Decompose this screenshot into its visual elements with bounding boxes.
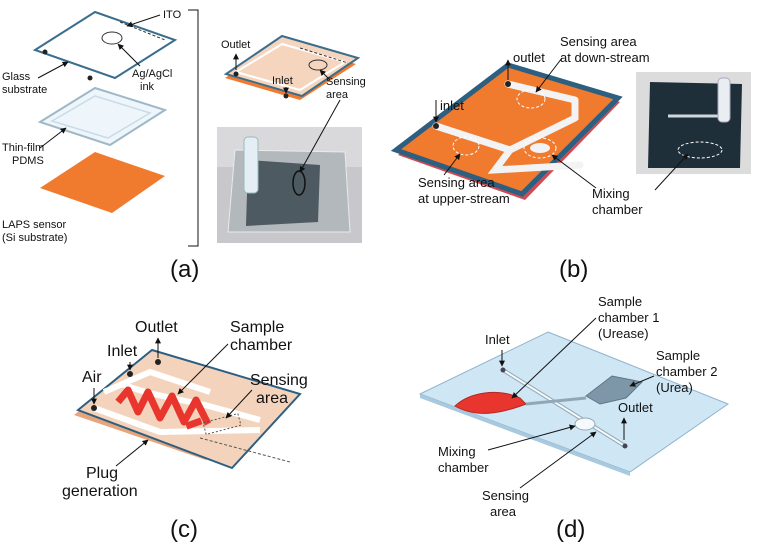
laps-label: LAPS sensor	[2, 219, 67, 231]
assembled-glass	[223, 34, 361, 98]
sample1-label-line3: (Urease)	[598, 326, 649, 341]
laps-sensor-layer	[40, 152, 165, 213]
sensing-label-c: Sensing	[250, 372, 308, 389]
mixing-chamber-d	[574, 417, 596, 431]
sample-chamber-label-c: Sample	[230, 319, 284, 336]
panel-a: ITO Ag/AgCl ink Glass substrate Thin-fil…	[2, 9, 366, 283]
sample2-label-line3: (Urea)	[656, 380, 693, 395]
outlet-label-b: outlet	[513, 50, 545, 65]
glass-label: Glass	[2, 71, 31, 83]
caption-d: (d)	[556, 516, 585, 543]
sensing-down-label-line2: at down-stream	[560, 50, 650, 65]
inlet-label-c: Inlet	[107, 343, 138, 360]
air-label: Air	[82, 369, 102, 386]
sample2-label: Sample	[656, 348, 700, 363]
ag-agcl-label: Ag/AgCl	[132, 68, 172, 80]
caption-c: (c)	[170, 516, 198, 543]
mixing-label-b-line2: chamber	[592, 202, 643, 217]
mixing-label-b: Mixing	[592, 186, 630, 201]
mixing-label-d-line2: chamber	[438, 460, 489, 475]
ag-agcl-label-line2: ink	[140, 81, 155, 93]
inlet-label-a: Inlet	[272, 75, 293, 87]
panel-b: Sensing area at down-stream outlet inlet…	[390, 34, 751, 283]
bracket	[188, 9, 199, 247]
caption-b: (b)	[559, 256, 588, 283]
ag-agcl-mark	[101, 31, 123, 45]
sample-chamber-label-c-line2: chamber	[230, 337, 293, 354]
laps-label-line2: (Si substrate)	[2, 232, 67, 244]
pdms-label: Thin-film	[2, 142, 44, 154]
sample2-label-line2: chamber 2	[656, 364, 717, 379]
pdms-label-line2: PDMS	[12, 155, 44, 167]
red-serpentine	[115, 386, 212, 426]
pdms-layer	[37, 86, 168, 147]
inlet-label-d: Inlet	[485, 332, 510, 347]
sample-chamber-1	[454, 392, 527, 414]
caption-a: (a)	[170, 256, 199, 283]
inlet-label-b: inlet	[440, 98, 464, 113]
channel-b	[432, 114, 584, 174]
outlet-label-a: Outlet	[221, 39, 250, 51]
sample-chamber-2	[585, 375, 644, 405]
glass-substrate-layer	[32, 10, 178, 80]
sensing-up-label: Sensing area	[418, 175, 495, 190]
outlet-label-d: Outlet	[618, 400, 653, 415]
plug-label: Plug	[86, 465, 118, 482]
panel-d: Inlet Sample chamber 1 (Urease) Sample c…	[418, 294, 730, 543]
sensing-label-a: Sensing	[326, 76, 366, 88]
sample1-label: Sample	[598, 294, 642, 309]
outlet-label-c: Outlet	[135, 319, 178, 336]
sample1-label-line2: chamber 1	[598, 310, 659, 325]
mixing-label-d: Mixing	[438, 444, 476, 459]
sensing-label-d: Sensing	[482, 488, 529, 503]
ito-label: ITO	[163, 9, 182, 21]
plug-label-line2: generation	[62, 483, 138, 500]
sensing-label-c-line2: area	[256, 390, 288, 407]
sensing-up-label-line2: at upper-stream	[418, 191, 510, 206]
sensing-down-label: Sensing area	[560, 34, 637, 49]
sensing-label-d-line2: area	[490, 504, 517, 519]
panel-c: Outlet Inlet Air Sample chamber Sensing …	[62, 319, 308, 543]
glass-label-line2: substrate	[2, 84, 47, 96]
sensing-label-a-line2: area	[326, 89, 349, 101]
